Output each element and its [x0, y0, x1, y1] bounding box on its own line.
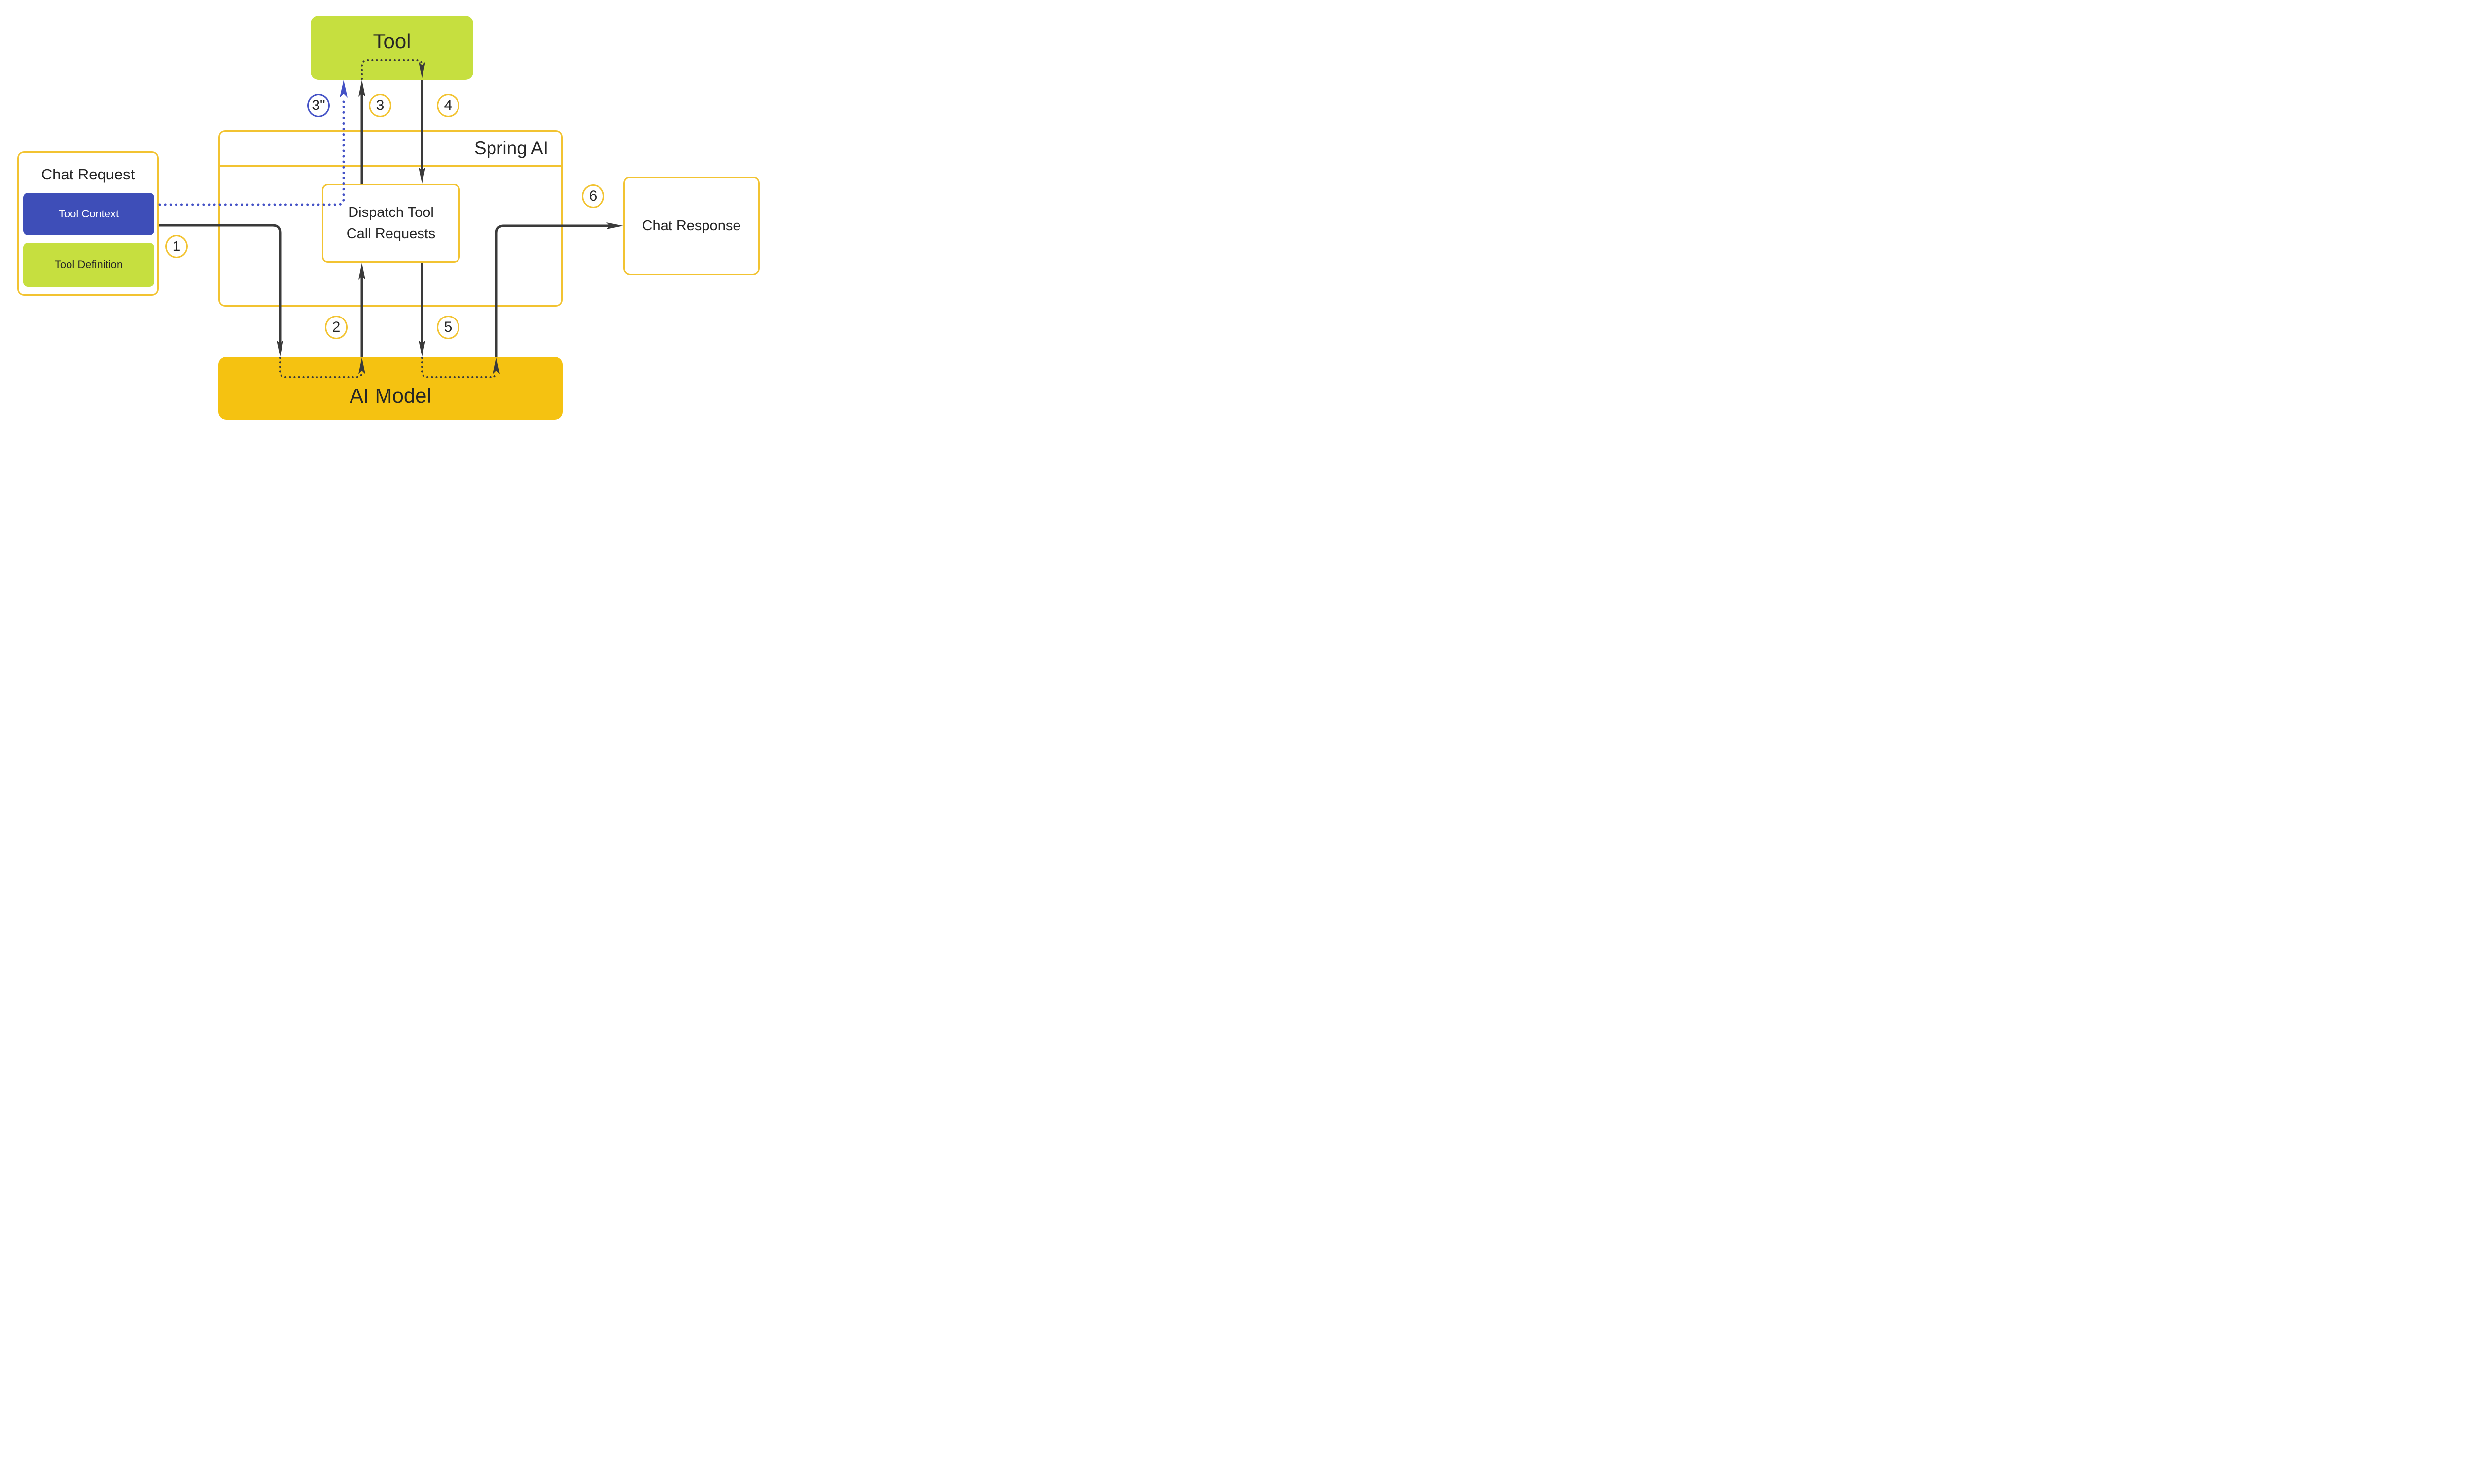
tool-context-box: Tool Context — [23, 193, 154, 235]
tool-context-label: Tool Context — [58, 208, 119, 220]
ai-model-box: AI Model — [218, 357, 563, 420]
step-badge-2: 2 — [325, 316, 348, 339]
ai-model-label: AI Model — [350, 384, 431, 407]
chat-request-box: Chat Request Tool Context Tool Definitio… — [17, 151, 159, 296]
flow-5-arrowhead-down — [419, 340, 425, 357]
flow-1-arrowhead-down — [277, 340, 283, 357]
dispatch-tool-call-requests-box: Dispatch Tool Call Requests — [322, 184, 460, 263]
diagram-canvas: Tool Spring AI Dispatch Tool Call Reques… — [0, 0, 773, 438]
flow-6-arrowhead-right — [606, 222, 623, 229]
flow-3quote-arrowhead-up — [340, 80, 348, 98]
step-badge-4: 4 — [437, 94, 459, 117]
step-badge-3-doubleprime-label: 3" — [312, 97, 325, 113]
flow-3-arrowhead-up — [358, 80, 365, 97]
chat-response-box: Chat Response — [623, 177, 760, 275]
chat-request-title: Chat Request — [41, 166, 135, 183]
step-badge-1: 1 — [165, 235, 188, 258]
step-badge-1-label: 1 — [172, 238, 181, 254]
spring-ai-container: Spring AI — [218, 130, 563, 307]
step-badge-3-doubleprime: 3" — [307, 94, 330, 117]
tool-definition-label: Tool Definition — [54, 258, 123, 271]
dispatch-label-line1: Dispatch Tool — [348, 205, 434, 221]
dispatch-label-line2: Call Requests — [346, 226, 436, 242]
step-badge-6: 6 — [582, 184, 604, 208]
tool-definition-box: Tool Definition — [23, 243, 154, 287]
step-badge-2-label: 2 — [332, 319, 341, 335]
chat-response-label: Chat Response — [642, 217, 741, 234]
step-badge-3-label: 3 — [376, 97, 385, 113]
spring-ai-label: Spring AI — [474, 138, 548, 158]
step-badge-4-label: 4 — [444, 97, 453, 113]
step-badge-5: 5 — [437, 316, 459, 339]
tool-box: Tool — [311, 16, 473, 80]
tool-box-label: Tool — [373, 30, 411, 53]
step-badge-6-label: 6 — [589, 188, 598, 204]
step-badge-3: 3 — [369, 94, 391, 117]
spring-ai-title-band: Spring AI — [220, 132, 561, 167]
step-badge-5-label: 5 — [444, 319, 453, 335]
